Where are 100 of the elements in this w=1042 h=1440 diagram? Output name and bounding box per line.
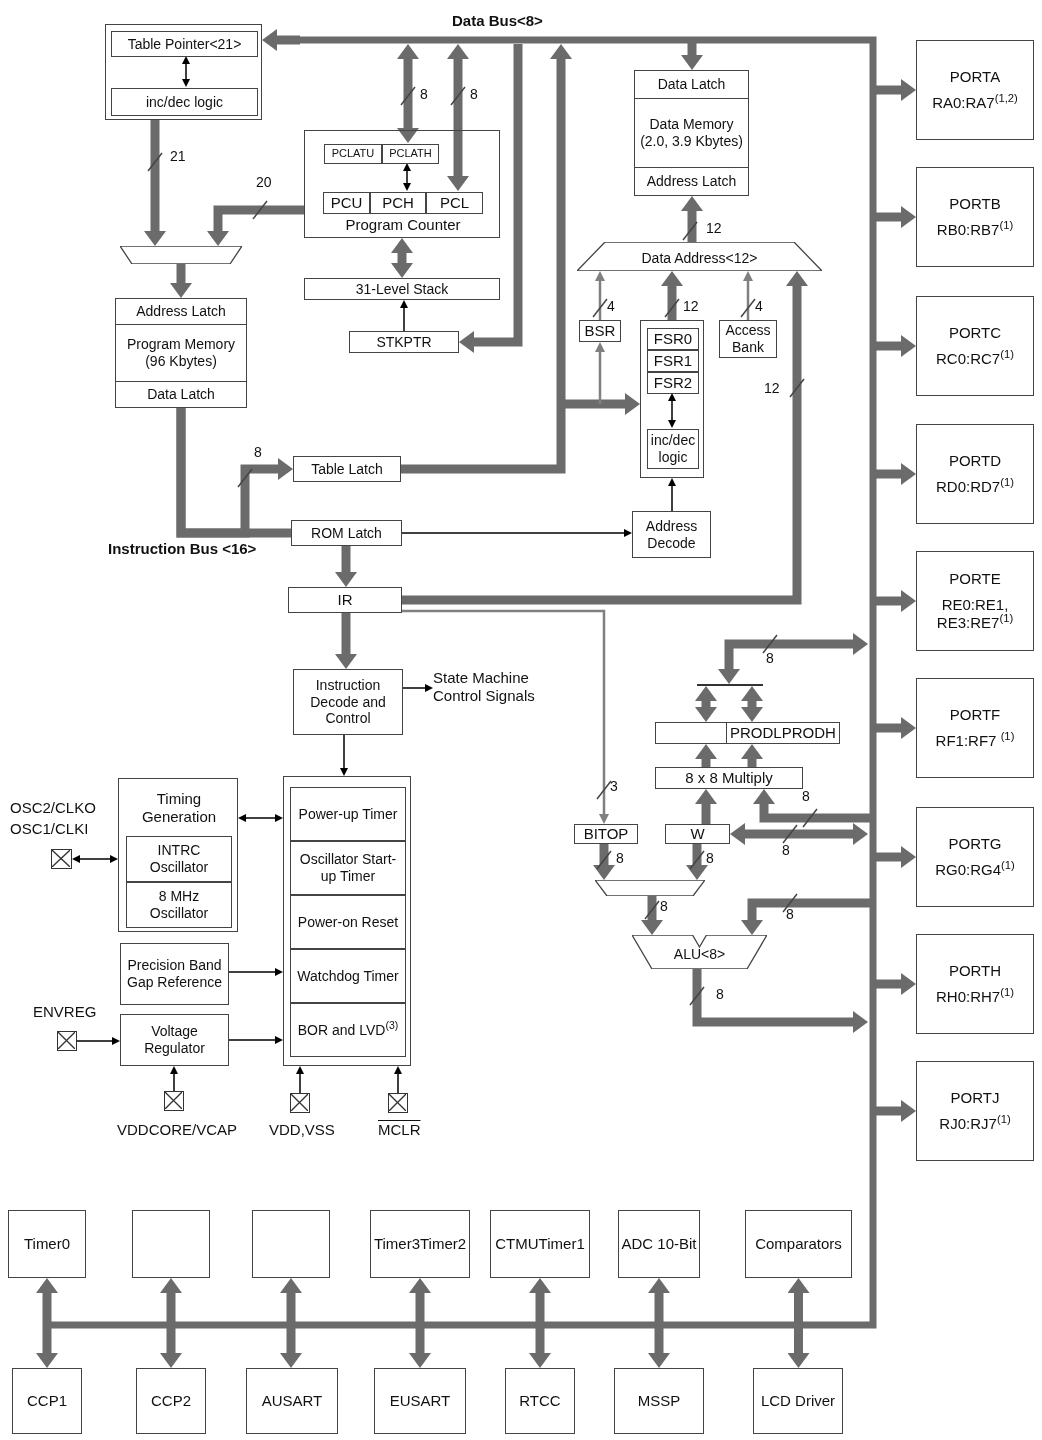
bus-width-label: 20: [256, 174, 272, 191]
bus-arrow: [262, 29, 300, 51]
bus-arrow: [681, 40, 703, 70]
block-label: Access Bank: [724, 322, 772, 356]
bus-arrow: [402, 271, 808, 605]
peripheral-box: [505, 1368, 575, 1434]
address-multiplexer: [577, 242, 822, 271]
bus-arrow: [873, 79, 916, 101]
bus-arrow: [593, 844, 615, 880]
block-label: Voltage Regulator: [143, 1023, 206, 1057]
bus-arrow: [741, 686, 763, 722]
block-label: PCL: [438, 194, 471, 212]
register-box: [647, 328, 699, 350]
block-label: 31-Level Stack: [354, 280, 450, 298]
block-label: RA0:RA7$^{(1,2)}$: [932, 94, 1018, 112]
block-label: Data Latch: [147, 386, 215, 403]
peripheral-box: [614, 1368, 704, 1434]
port-box: [916, 1061, 1034, 1161]
register-box: [111, 31, 258, 57]
bus-width-label: 12: [706, 220, 722, 237]
block-label: RG0:RG4$^{(1)}$: [935, 861, 1015, 879]
bus-arrow: [36, 1278, 58, 1368]
decoder-box: [632, 511, 711, 558]
arrow: [72, 855, 118, 863]
bus-width-label: 8: [660, 898, 668, 915]
bus-arrow: [397, 44, 419, 143]
block-label: CCP1: [26, 1392, 68, 1410]
block-label: PORTD: [948, 452, 1002, 470]
peripheral-box: [252, 1210, 330, 1278]
pin-label: OSC1/CLKI: [10, 820, 89, 838]
block-label: RJ0:RJ7$^{(1)}$: [939, 1115, 1011, 1133]
block-label: W: [689, 825, 706, 843]
function-box: [290, 1003, 406, 1057]
bus-arrow: [873, 717, 916, 739]
port-box: [916, 167, 1034, 267]
arrow: [743, 271, 753, 320]
bus-arrow: [753, 789, 873, 823]
block-label: Data Memory (2.0, 3.9 Kbytes): [639, 116, 744, 150]
port-box: [916, 807, 1034, 907]
register-box: [574, 824, 638, 844]
block-label: RH0:RH7$^{(1)}$: [936, 988, 1014, 1006]
bus-arrow: [873, 1100, 916, 1122]
pin-label: OSC2/CLKO: [10, 799, 96, 817]
block-label: Timer3Timer2: [372, 1235, 468, 1253]
block-label: ROM Latch: [310, 524, 383, 542]
pin-label: VDD,VSS: [269, 1121, 335, 1139]
port-box: [916, 424, 1034, 524]
peripheral-box: [8, 1210, 86, 1278]
register-group-box: [640, 320, 704, 478]
regulator-box: [120, 1014, 229, 1066]
bus-width-label: 8: [470, 86, 478, 103]
bus-arrow: [391, 238, 413, 278]
bus-arrow: [409, 1278, 431, 1368]
block-label: RC0:RC7$^{(1)}$: [936, 350, 1014, 368]
peripheral-box: [374, 1368, 466, 1434]
bus-arrow: [873, 335, 916, 357]
block-label: PCU: [329, 194, 364, 212]
alu-shape: [632, 935, 767, 969]
block-label: Precision Band Gap Reference: [126, 957, 223, 991]
register-box: [382, 144, 439, 164]
bus-arrow: [873, 973, 916, 995]
block-label: MSSP: [636, 1392, 682, 1410]
peripheral-box: [12, 1368, 82, 1434]
bus-arrow: [144, 120, 166, 246]
latch-box: [291, 520, 402, 546]
bus-width-label: 8: [616, 850, 624, 867]
multiplier-box: [655, 767, 803, 789]
bus-arrow: [741, 744, 763, 767]
block-label: BSR: [583, 322, 617, 340]
block-label: PORTE: [949, 570, 1001, 588]
bus-arrow: [661, 271, 683, 320]
block-label: IR: [336, 591, 354, 609]
bus-arrow: [447, 44, 469, 191]
block-label: 8 x 8 Multiply: [684, 769, 774, 787]
block-label: STKPTR: [375, 333, 433, 351]
function-box: [290, 841, 406, 895]
block-label: BOR and LVD$^{(3)}$: [296, 1021, 400, 1039]
reference-box: [120, 943, 229, 1005]
bus-width-label: 8: [782, 842, 790, 859]
block-label: Power-on Reset: [296, 913, 400, 931]
block-label: Table Latch: [310, 460, 384, 478]
bus-arrow: [170, 264, 192, 298]
program-counter-box: [304, 130, 500, 238]
pin-symbol: [57, 1031, 77, 1051]
decoder-box: [293, 669, 403, 735]
bus-arrow: [695, 744, 717, 767]
block-label: FSR2: [652, 374, 694, 392]
arrow: [238, 814, 283, 822]
timing-block: [118, 778, 238, 932]
peripheral-box: [132, 1210, 210, 1278]
bus-arrow: [459, 44, 523, 353]
bus-width-label: 4: [755, 298, 763, 315]
block-label: Program Counter: [345, 216, 461, 234]
bus-arrow: [160, 1278, 182, 1368]
register-box: [324, 144, 382, 164]
oscillator-box: [126, 836, 232, 882]
block-label: FSR1: [652, 352, 694, 370]
memory-block: [634, 70, 749, 196]
pin-symbol: [51, 849, 72, 869]
register-box: [323, 192, 370, 214]
